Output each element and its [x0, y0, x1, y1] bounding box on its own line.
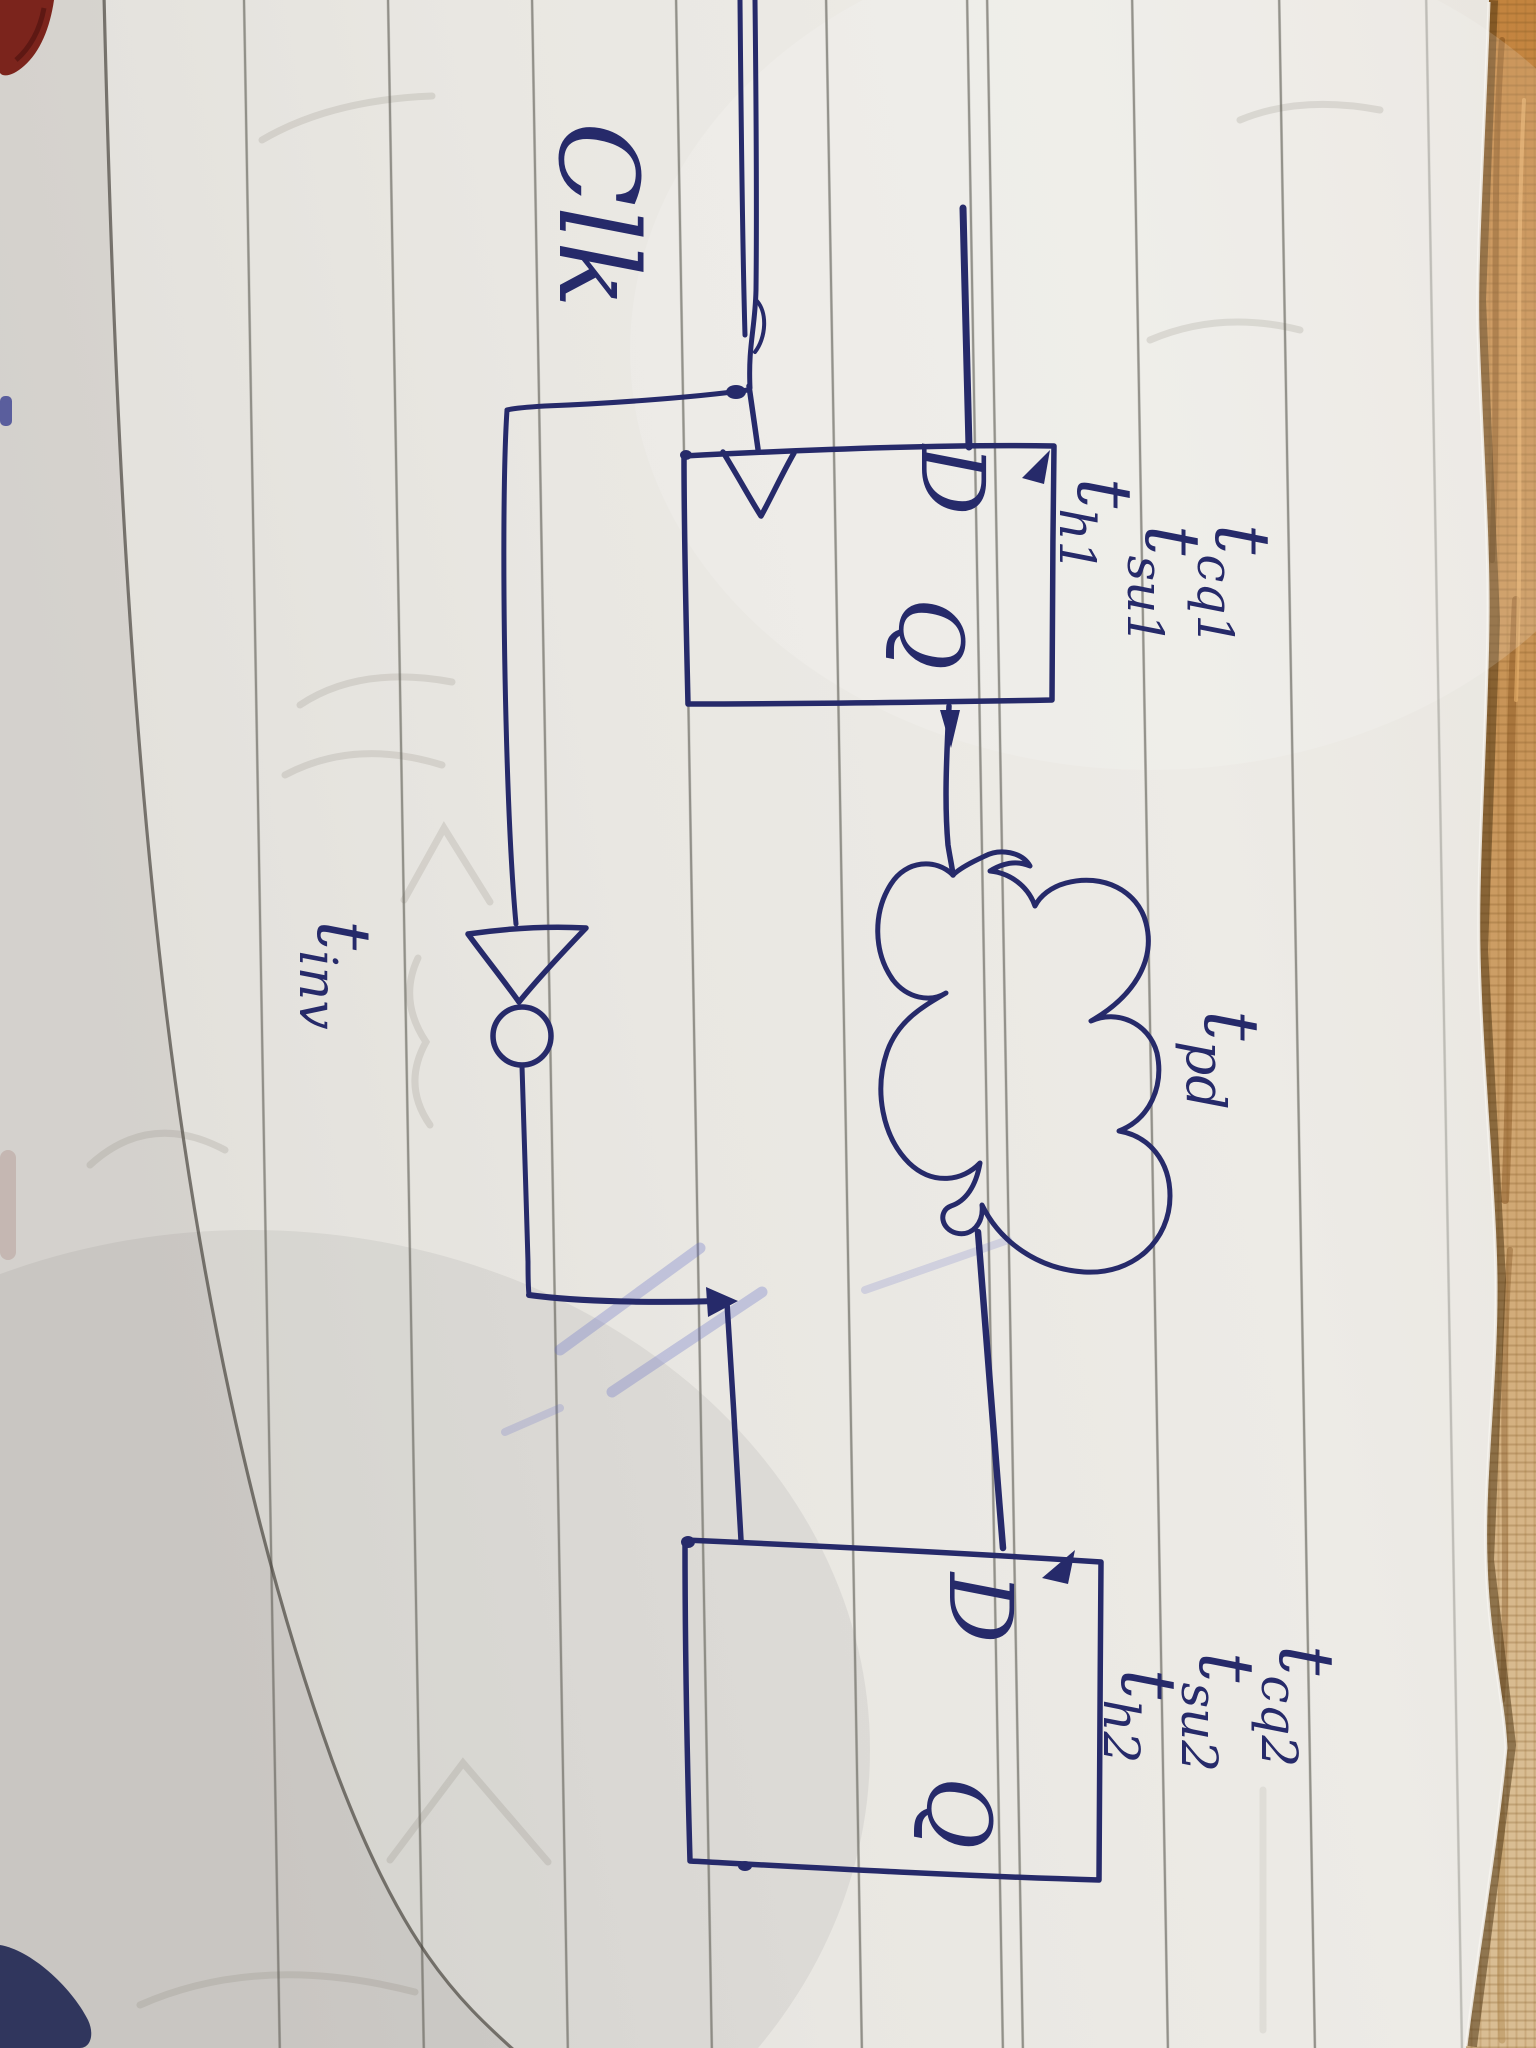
label-base: t	[300, 920, 386, 950]
ff2-tcq2-label: tcq2	[1250, 1645, 1351, 1767]
inverted-clk-jog-wire	[526, 1292, 719, 1305]
label-base: t	[1262, 1645, 1351, 1676]
inverter-output-wire	[519, 1063, 532, 1298]
inverter-input-wire	[501, 407, 519, 927]
ff1-d-label: D	[901, 443, 1004, 516]
ff2-corner-arrow	[1042, 1550, 1075, 1584]
ff1-clock-stem	[746, 383, 761, 452]
ff1-corner-dot	[680, 450, 692, 460]
ruled-line	[824, 0, 864, 2048]
label-base: t	[1198, 524, 1287, 555]
label-sub: su1	[1116, 555, 1174, 645]
ff2-d-label: D	[929, 1571, 1032, 1644]
label-base: t	[1128, 525, 1217, 556]
crease-shadow-region	[0, 0, 512, 2048]
label-sub: h1	[1048, 508, 1106, 572]
ff1-th1-label: th1	[1048, 478, 1149, 573]
emboss-marks	[86, 92, 1384, 2034]
ff2-corner-dot	[681, 1536, 695, 1548]
left-edge-smudge	[0, 1150, 16, 1260]
ff1-q-output-wire	[943, 703, 956, 878]
ff1-corner-arrow	[1022, 450, 1050, 484]
ff1-tcq1-label: tcq1	[1186, 524, 1287, 646]
ruled-line	[242, 0, 282, 2048]
ff2-th2-label: th2	[1092, 1669, 1193, 1764]
ff2-clock-wire	[724, 1300, 744, 1543]
clk-label: Clk	[534, 122, 662, 308]
clk-junction-dot	[726, 385, 746, 399]
ff1-box	[681, 442, 1057, 707]
ruled-line	[674, 0, 714, 2048]
clk-wire-loop	[753, 298, 767, 354]
logic-cloud	[875, 849, 1173, 1275]
inverter-label: tinv	[287, 920, 386, 1029]
ruled-line	[1277, 0, 1317, 2048]
ff1-q-label: Q	[879, 598, 982, 670]
label-base: t	[1187, 1010, 1276, 1041]
ruled-line	[1424, 0, 1464, 2048]
ruled-line	[386, 0, 426, 2048]
ruled-line-double-a	[965, 0, 1005, 2048]
page-crease-line	[102, 0, 514, 2048]
ff2-q-label: Q	[907, 1777, 1010, 1849]
clk-branch-wire	[504, 387, 751, 413]
cloud-label: tpd	[1174, 1010, 1276, 1110]
clk-wire-retrace	[747, 0, 759, 391]
label-sub: inv	[287, 950, 347, 1030]
ruled-lines	[242, 0, 1464, 2048]
ruled-line	[1130, 0, 1170, 2048]
cloud-output-wire	[974, 1228, 1007, 1552]
ff2-box	[682, 1537, 1104, 1883]
label-sub: cq1	[1186, 554, 1244, 646]
ff2-bottom-dot	[738, 1861, 752, 1871]
label-sub: h2	[1092, 1699, 1150, 1763]
ff1-q-arrowhead	[940, 710, 960, 748]
circuit-drawing	[465, 0, 1173, 1883]
corner-ink-blob	[0, 1945, 92, 2048]
label-sub: cq2	[1250, 1675, 1308, 1767]
label-base: t	[1060, 478, 1149, 509]
label-sub: pd	[1174, 1041, 1237, 1110]
inverted-clk-arrowhead	[706, 1287, 738, 1317]
paper-sheen	[630, 0, 1536, 770]
ff2-tsu2-label: tsu2	[1170, 1652, 1271, 1772]
ruled-line-double-b	[985, 0, 1025, 2048]
label-base: t	[1182, 1652, 1271, 1683]
red-corner-object	[0, 0, 54, 76]
label-sub: su2	[1170, 1682, 1228, 1772]
ff1-d-input-wire	[959, 204, 973, 451]
handwritten-text: Clk D Q tcq1 tsu1 th1 tinv tpd D Q tcq2 …	[287, 122, 1351, 1849]
ff1-clock-triangle-icon	[720, 449, 797, 519]
paper-edge-highlight	[1464, 1, 1508, 2047]
left-edge-ink-mark	[0, 396, 12, 426]
inverter-triangle-icon	[465, 924, 589, 1005]
label-base: t	[1104, 1669, 1193, 1700]
paper-shading	[0, 1230, 870, 2048]
clk-wire	[737, 0, 748, 338]
ff1-tsu1-label: tsu1	[1116, 525, 1217, 645]
